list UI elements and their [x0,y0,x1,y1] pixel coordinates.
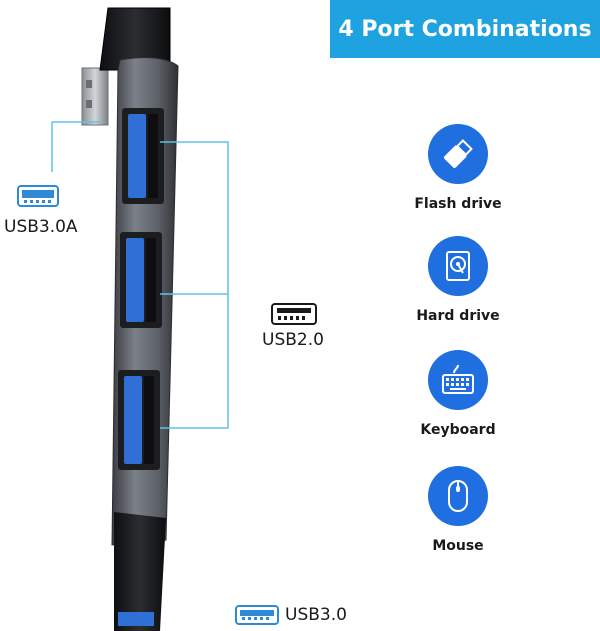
title-banner: 4 Port Combinations [330,0,600,58]
device-keyboard: Keyboard [398,350,518,438]
usb-port-1 [122,108,164,204]
device-flash-drive: Flash drive [398,124,518,212]
usb2-label: USB2.0 [262,330,324,350]
device-label: Mouse [432,538,484,554]
bottom-usb-port [118,612,154,626]
keyboard-icon [428,350,488,410]
banner-title: 4 Port Combinations [338,16,592,42]
usb3-a-label: USB3.0A [4,217,78,237]
device-hard-drive: Hard drive [398,236,518,324]
usb2-badge [271,303,317,325]
mouse-icon [428,466,488,526]
device-mouse: Mouse [398,466,518,554]
hub-bottom-cap [114,512,166,631]
device-label: Flash drive [414,196,502,212]
device-label: Hard drive [416,308,500,324]
connector-lines [51,121,229,429]
usb3-bottom-label: USB3.0 [285,605,347,625]
hard-drive-icon [428,236,488,296]
device-label: Keyboard [420,422,496,438]
usb-a-plug [81,67,109,126]
usb3-bottom-badge [235,605,279,625]
flash-drive-icon [428,124,488,184]
usb3-a-badge [17,185,59,207]
usb-port-2 [120,232,162,328]
usb-hub-illustration [17,7,317,631]
usb-port-3 [118,370,160,470]
